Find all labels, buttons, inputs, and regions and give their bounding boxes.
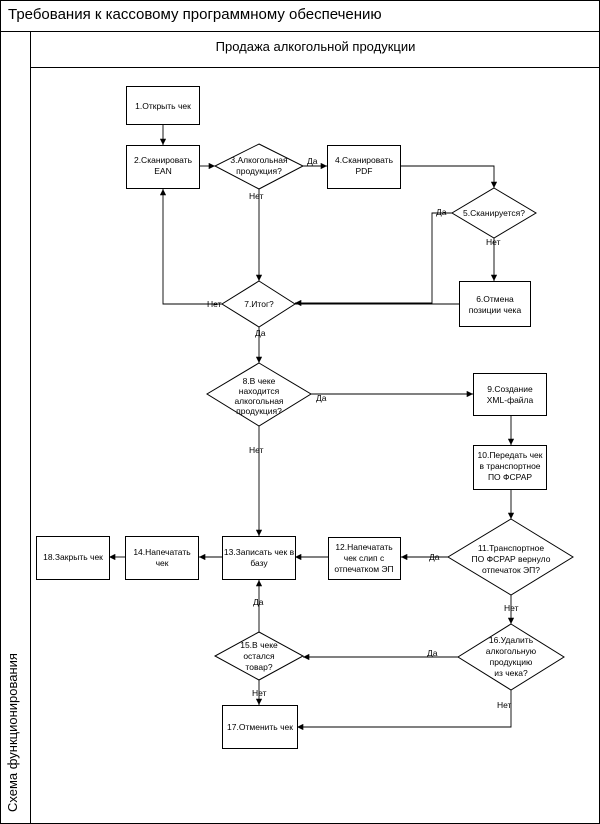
node-n13 (222, 536, 296, 580)
edge-label-n16-no: Нет (497, 700, 512, 710)
edge-label-n11-yes: Да (429, 552, 440, 562)
node-n14 (125, 536, 199, 580)
edge-label-n3-no: Нет (249, 191, 264, 201)
edge-label-n3-yes: Да (307, 156, 318, 166)
edge-label-n16-yes: Да (427, 648, 438, 658)
edge-label-n8-yes: Да (316, 393, 327, 403)
label-n1: 1.Открыть чек (135, 101, 191, 111)
node-n11 (447, 518, 574, 596)
edge-labels: Да Нет Да Нет Нет Да Да Нет Да Нет Да Не… (207, 156, 519, 710)
swimlane-title: Продажа алкогольной продукции (215, 39, 416, 54)
swimlane-label: Схема функционирования (5, 653, 20, 812)
edge-label-n15-no: Нет (252, 688, 267, 698)
node-n5 (451, 187, 537, 239)
edge-label-n7-no: Нет (207, 299, 222, 309)
node-n12 (328, 537, 401, 580)
node-n15 (213, 631, 305, 681)
node-n17 (222, 705, 298, 749)
node-n2 (126, 145, 200, 189)
page-title: Требования к кассовому программному обес… (8, 6, 382, 23)
node-n1 (126, 86, 200, 125)
edge-n16-n17 (297, 690, 512, 731)
node-n4 (327, 145, 401, 189)
process-boxes (36, 86, 547, 749)
node-n3 (213, 143, 305, 190)
edge-n7-n2 (159, 189, 222, 305)
node-n16 (457, 623, 565, 691)
node-n7 (221, 280, 296, 328)
edge-label-n15-yes: Да (253, 597, 264, 607)
node-n8 (206, 362, 312, 427)
edge-n5-n7 (295, 212, 452, 307)
edge-label-n5-yes: Да (436, 207, 447, 217)
node-n9 (473, 373, 547, 416)
decision-diamonds (206, 143, 574, 691)
edge-label-n5-no: Нет (486, 237, 501, 247)
edge-label-n11-no: Нет (504, 603, 519, 613)
edge-label-n7-yes: Да (255, 328, 266, 338)
label-n18: 18.Закрыть чек (43, 552, 103, 562)
node-n18 (36, 536, 110, 580)
connectors (109, 125, 515, 731)
label-n5: 5.Сканируется? (463, 208, 525, 218)
label-n7: 7.Итог? (244, 299, 274, 309)
edge-n4-n5 (400, 165, 498, 188)
node-n10 (473, 445, 547, 490)
label-n17: 17.Отменить чек (227, 722, 293, 732)
edge-label-n8-no: Нет (249, 445, 264, 455)
node-n6 (459, 281, 531, 327)
